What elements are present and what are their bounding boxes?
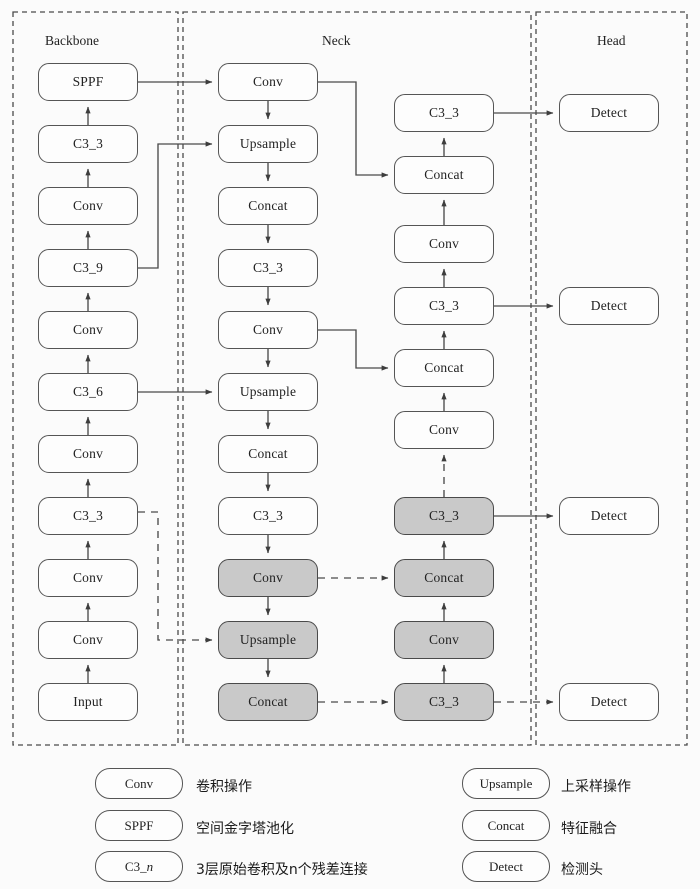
- legend-desc-c3n: 3层原始卷积及n个残差连接: [196, 862, 368, 878]
- node-neck-c3-3-2[interactable]: C3_3: [218, 497, 318, 535]
- node-head-detect-4[interactable]: Detect: [559, 683, 659, 721]
- legend-symbol-sppf: SPPF: [95, 810, 183, 841]
- legend-desc-concat: 特征融合: [561, 821, 617, 837]
- node-backbone-input[interactable]: Input: [38, 683, 138, 721]
- node-backbone-c3-3-lower[interactable]: C3_3: [38, 497, 138, 535]
- node-neck-conv-1[interactable]: Conv: [218, 63, 318, 101]
- node-neck-upsample-1[interactable]: Upsample: [218, 125, 318, 163]
- node-neck-concat-3-added[interactable]: Concat: [218, 683, 318, 721]
- legend-desc-conv: 卷积操作: [196, 779, 252, 795]
- region-label-neck: Neck: [322, 33, 351, 48]
- legend-symbol-c3n-text: C3_: [124, 858, 147, 874]
- node-backbone-c3-3-upper[interactable]: C3_3: [38, 125, 138, 163]
- legend-desc-sppf: 空间金字塔池化: [196, 821, 294, 837]
- legend-symbol-c3n-italic: n: [146, 858, 154, 874]
- node-neck-out-c3-3-3-added[interactable]: C3_3: [394, 497, 494, 535]
- node-neck-out-concat-2[interactable]: Concat: [394, 349, 494, 387]
- node-neck-out-c3-3-2[interactable]: C3_3: [394, 287, 494, 325]
- node-backbone-conv-3[interactable]: Conv: [38, 435, 138, 473]
- legend-symbol-c3n: C3_n: [95, 851, 183, 882]
- node-neck-c3-3-1[interactable]: C3_3: [218, 249, 318, 287]
- node-neck-upsample-3-added[interactable]: Upsample: [218, 621, 318, 659]
- node-neck-upsample-2[interactable]: Upsample: [218, 373, 318, 411]
- node-neck-conv-2[interactable]: Conv: [218, 311, 318, 349]
- region-label-backbone: Backbone: [45, 33, 99, 48]
- legend-symbol-conv: Conv: [95, 768, 183, 799]
- legend-desc-upsample: 上采样操作: [561, 779, 631, 795]
- node-backbone-sppf[interactable]: SPPF: [38, 63, 138, 101]
- legend-symbol-concat: Concat: [462, 810, 550, 841]
- node-neck-out-c3-3-1[interactable]: C3_3: [394, 94, 494, 132]
- node-neck-concat-2[interactable]: Concat: [218, 435, 318, 473]
- node-backbone-c3-9[interactable]: C3_9: [38, 249, 138, 287]
- node-neck-out-conv-3-added[interactable]: Conv: [394, 621, 494, 659]
- node-neck-out-concat-1[interactable]: Concat: [394, 156, 494, 194]
- node-neck-concat-1[interactable]: Concat: [218, 187, 318, 225]
- node-backbone-conv-5[interactable]: Conv: [38, 621, 138, 659]
- node-neck-out-conv-2[interactable]: Conv: [394, 411, 494, 449]
- legend-desc-detect: 检测头: [561, 862, 603, 878]
- legend-symbol-upsample: Upsample: [462, 768, 550, 799]
- node-head-detect-1[interactable]: Detect: [559, 94, 659, 132]
- node-neck-out-c3-3-4-added[interactable]: C3_3: [394, 683, 494, 721]
- legend-symbol-detect: Detect: [462, 851, 550, 882]
- region-label-head: Head: [597, 33, 626, 48]
- node-head-detect-3[interactable]: Detect: [559, 497, 659, 535]
- node-backbone-conv-1[interactable]: Conv: [38, 187, 138, 225]
- node-backbone-conv-4[interactable]: Conv: [38, 559, 138, 597]
- node-head-detect-2[interactable]: Detect: [559, 287, 659, 325]
- node-neck-conv-3-added[interactable]: Conv: [218, 559, 318, 597]
- node-backbone-c3-6[interactable]: C3_6: [38, 373, 138, 411]
- node-neck-out-concat-3-added[interactable]: Concat: [394, 559, 494, 597]
- node-neck-out-conv-1[interactable]: Conv: [394, 225, 494, 263]
- node-backbone-conv-2[interactable]: Conv: [38, 311, 138, 349]
